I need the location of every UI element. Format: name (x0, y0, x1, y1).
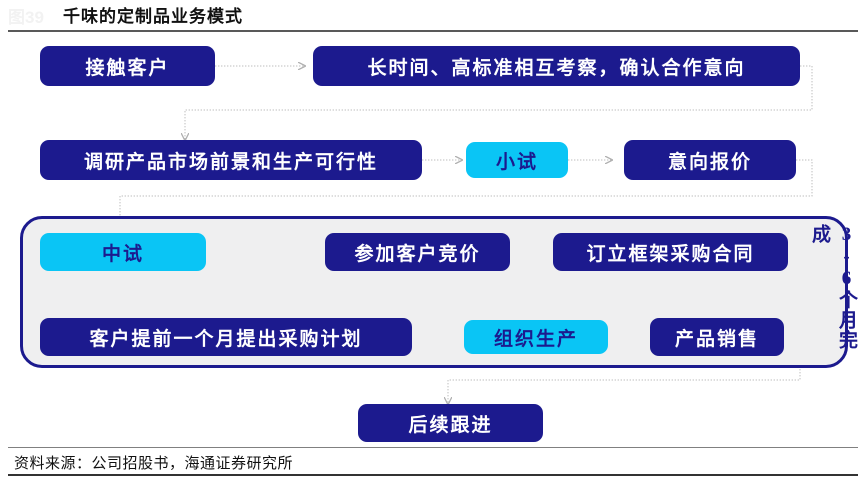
node-organize-production[interactable]: 组织生产 (464, 320, 608, 354)
node-pilot-trial[interactable]: 中试 (40, 233, 206, 271)
source-note: 资料来源：公司招股书，海通证券研究所 (14, 456, 294, 472)
node-framework-contract[interactable]: 订立框架采购合同 (553, 233, 788, 271)
group-duration-label: 3-6个月完成 (809, 224, 857, 350)
node-customer-bidding[interactable]: 参加客户竞价 (325, 233, 510, 271)
node-purchase-plan[interactable]: 客户提前一个月提出采购计划 (40, 318, 412, 356)
footer-divider-bottom (8, 474, 858, 476)
node-product-sales[interactable]: 产品销售 (650, 318, 784, 356)
node-intent-quote[interactable]: 意向报价 (624, 140, 796, 180)
page-title: 千味的定制品业务模式 (63, 7, 243, 26)
figure-number-label: 图39 (8, 8, 44, 27)
footer-divider-top (8, 447, 858, 448)
node-market-research[interactable]: 调研产品市场前景和生产可行性 (40, 140, 422, 180)
node-small-trial[interactable]: 小试 (466, 142, 568, 178)
header-divider (8, 30, 858, 32)
node-long-term-inspection[interactable]: 长时间、高标准相互考察，确认合作意向 (313, 46, 800, 86)
node-contact-customer[interactable]: 接触客户 (40, 46, 215, 86)
node-follow-up[interactable]: 后续跟进 (358, 404, 543, 442)
